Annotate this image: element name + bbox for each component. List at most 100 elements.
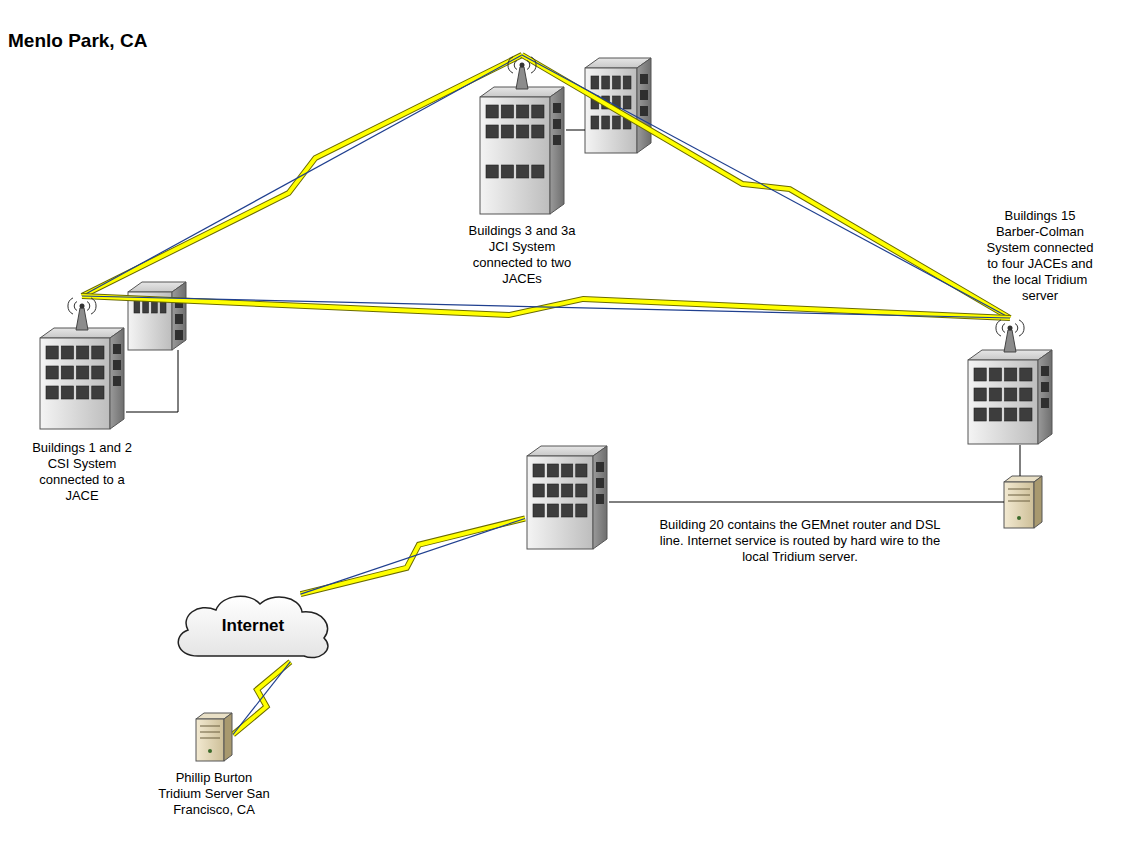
server-slot — [200, 738, 220, 739]
antenna-mast — [1004, 330, 1016, 352]
server-side — [1034, 476, 1042, 528]
building-window — [77, 346, 89, 359]
building-side — [550, 87, 564, 214]
building-window — [92, 366, 104, 379]
building-node: Buildings 1 and 2 CSI System connected t… — [38, 296, 126, 430]
building-side — [593, 446, 607, 549]
building-window — [562, 504, 573, 517]
link-line — [82, 55, 522, 296]
antenna-signal — [514, 61, 517, 70]
building-window — [517, 165, 529, 178]
building-window — [613, 76, 621, 89]
building-window — [77, 386, 89, 399]
building-window — [989, 388, 1001, 401]
node-caption: Buildings 1 and 2 CSI System connected t… — [27, 440, 137, 504]
building-window — [46, 346, 58, 359]
node-icon — [966, 318, 1054, 445]
building-window — [553, 135, 561, 145]
building-window — [547, 484, 558, 497]
building-window — [562, 464, 573, 477]
antenna-signal — [87, 302, 90, 311]
node-icon — [478, 55, 566, 215]
building-window — [1020, 388, 1032, 401]
building-side — [637, 58, 651, 153]
building-window — [533, 464, 544, 477]
building-window — [92, 386, 104, 399]
link-bolt-outline — [522, 55, 1010, 318]
building-front — [968, 360, 1038, 444]
building-window — [1020, 408, 1032, 421]
building-window — [501, 165, 513, 178]
building-window — [77, 366, 89, 379]
building-window — [533, 504, 544, 517]
building-window — [46, 366, 58, 379]
building-window — [61, 386, 73, 399]
building-side — [172, 282, 186, 350]
building-window — [532, 165, 544, 178]
server-side — [224, 713, 232, 761]
building-window — [974, 368, 986, 381]
server-node: Phillip Burton Tridium Server San Franci… — [195, 712, 233, 762]
link-bolt-outline — [82, 55, 522, 296]
building-window — [61, 346, 73, 359]
node-icon — [38, 296, 126, 430]
server-front — [1004, 482, 1034, 528]
link-bolt — [301, 519, 525, 595]
link-bolt — [82, 296, 1010, 318]
building-window — [134, 300, 140, 313]
building-window — [1005, 368, 1017, 381]
building-window — [1041, 398, 1049, 408]
building-window — [623, 96, 631, 109]
building-window — [547, 464, 558, 477]
building-side — [1038, 350, 1052, 444]
antenna-signal — [996, 320, 1001, 336]
hard-wire — [609, 502, 1004, 503]
building-window — [576, 484, 587, 497]
building-window — [1041, 366, 1049, 376]
building-window — [602, 116, 610, 129]
server-front — [196, 719, 224, 761]
antenna-signal — [508, 57, 513, 73]
link-line — [82, 296, 1010, 318]
building-window — [989, 408, 1001, 421]
building-node: Buildings 3 and 3a JCI System connected … — [478, 55, 566, 215]
building-window — [143, 300, 149, 313]
server-light — [1017, 516, 1021, 520]
antenna-tip — [1008, 326, 1013, 331]
building-window — [501, 105, 513, 118]
antenna-signal — [527, 61, 530, 70]
building-side — [110, 328, 124, 429]
node-caption: Buildings 15 Barber-Colman System connec… — [984, 208, 1096, 304]
building-window — [1041, 382, 1049, 392]
building-window — [532, 105, 544, 118]
building-window — [640, 106, 648, 116]
building-window — [974, 388, 986, 401]
wireless-link — [301, 519, 525, 595]
building-window — [533, 484, 544, 497]
building-node: Building 20 contains the GEMnet router a… — [525, 445, 609, 550]
building-window — [596, 478, 604, 488]
building-window — [61, 366, 73, 379]
server-slot — [1008, 495, 1030, 496]
server-slot — [200, 732, 220, 733]
antenna-signal — [1002, 324, 1005, 333]
link-bolt — [233, 662, 290, 735]
diagram-title: Menlo Park, CA — [8, 30, 147, 52]
building-front — [527, 456, 593, 549]
building-window — [623, 76, 631, 89]
building-link — [126, 350, 178, 412]
node-caption: Buildings 3 and 3a JCI System connected … — [463, 223, 581, 287]
building-window — [113, 344, 121, 354]
link-bolt-outline — [301, 519, 525, 595]
building-window — [1005, 408, 1017, 421]
server-slot — [200, 726, 220, 727]
building-window — [532, 125, 544, 138]
link-line — [522, 55, 1010, 318]
antenna-signal — [1015, 324, 1018, 333]
link-bolt-outline — [82, 296, 1010, 318]
link-bolt-outline — [233, 662, 290, 735]
link-bolt — [82, 55, 522, 296]
link-line — [301, 519, 525, 595]
server-slot — [1008, 501, 1030, 502]
building-window — [576, 504, 587, 517]
